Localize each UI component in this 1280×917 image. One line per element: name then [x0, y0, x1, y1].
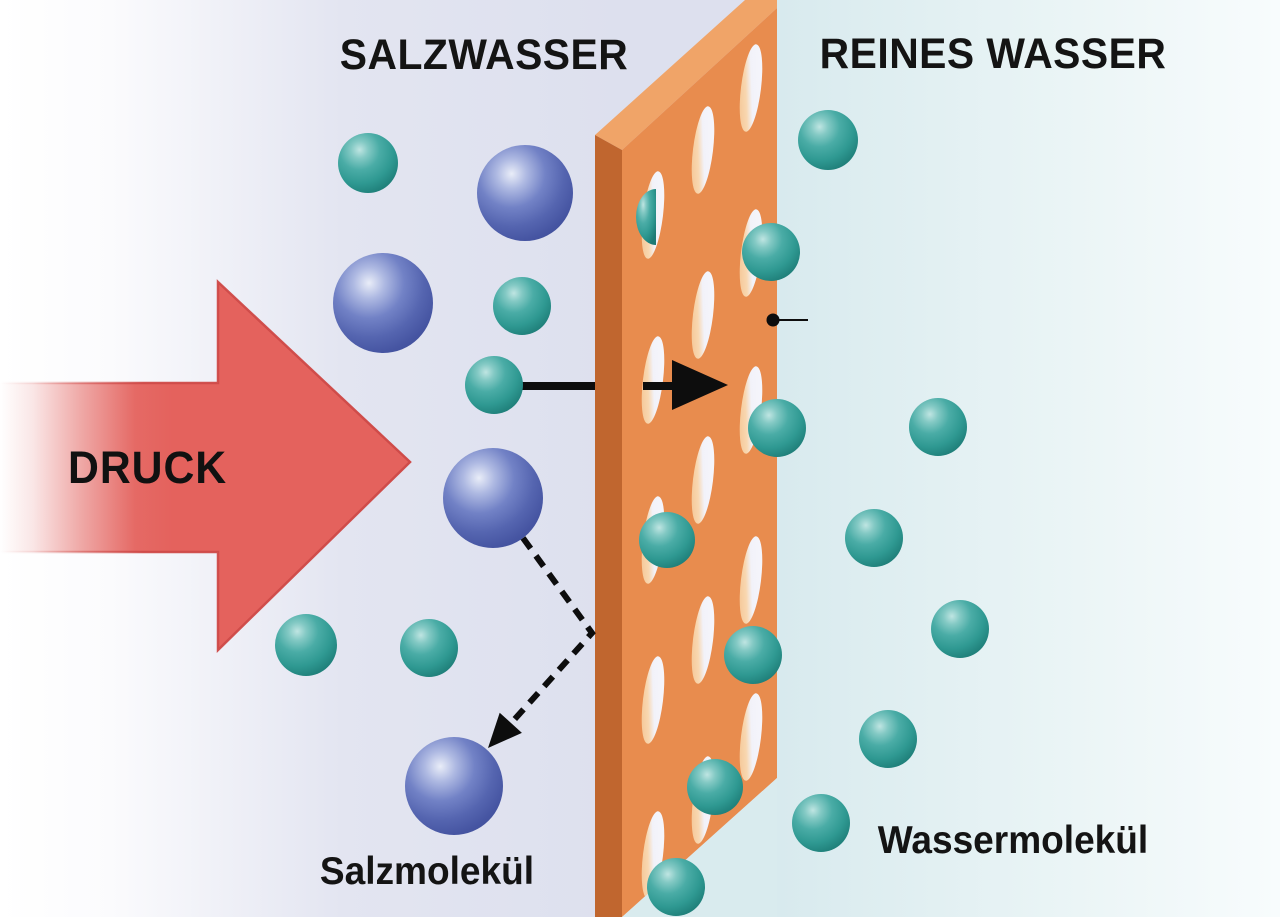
membrane-top-face [595, 0, 777, 150]
water-molecule [859, 710, 917, 768]
rejection-arrowhead-icon [488, 712, 522, 748]
salt-molecule-label: Salzmolekül [319, 850, 535, 893]
water-molecule [400, 619, 458, 677]
water-molecules-purewater-side [792, 110, 989, 852]
membrane-pore [691, 271, 715, 359]
salt-rejection-path [488, 536, 596, 748]
membrane-pore [691, 436, 715, 524]
water-molecules-saltwater-side [275, 133, 551, 677]
salt-molecule [333, 253, 433, 353]
water-molecule [742, 223, 800, 281]
salt-molecule [405, 737, 503, 835]
water-molecule [748, 399, 806, 457]
purewater-title: REINES WASSER [819, 30, 1167, 78]
water-molecule [639, 512, 695, 568]
membrane-pore [739, 693, 763, 781]
rejection-dashed-line [502, 536, 596, 733]
water-molecule [465, 356, 523, 414]
membrane-pore [691, 106, 715, 194]
water-molecule [724, 626, 782, 684]
membrane-side-face [595, 135, 622, 917]
saltwater-title: SALZWASSER [339, 31, 629, 79]
flow-arrow-shaft-left [522, 382, 595, 390]
salt-molecule [477, 145, 573, 241]
salt-molecules [333, 145, 573, 835]
flow-arrowhead-icon [672, 360, 728, 410]
flow-arrow-shaft-right [643, 382, 676, 390]
water-molecule [909, 398, 967, 456]
pressure-arrow [0, 279, 412, 653]
membrane-pore [641, 656, 665, 744]
water-molecule [493, 277, 551, 335]
pressure-label: DRUCK [68, 442, 228, 493]
water-molecules-membrane [636, 189, 806, 916]
salt-molecule [443, 448, 543, 548]
water-molecule [647, 858, 705, 916]
water-molecule [687, 759, 743, 815]
water-molecule [931, 600, 989, 658]
membrane [595, 0, 777, 917]
water-molecule-in-pore [636, 189, 656, 245]
membrane-pore [691, 596, 715, 684]
water-molecule-label: Wassermolekül [877, 819, 1149, 862]
water-molecule [275, 614, 337, 676]
purewater-region [777, 0, 1280, 917]
membrane-pore [739, 44, 763, 132]
membrane-pore [641, 336, 665, 424]
water-flow-arrow [522, 360, 728, 410]
water-molecule [338, 133, 398, 193]
water-molecule [792, 794, 850, 852]
membrane-pore [739, 536, 763, 624]
water-molecule [845, 509, 903, 567]
callout-dot-icon [766, 313, 780, 327]
water-molecule [798, 110, 858, 170]
membrane-callout [766, 313, 808, 327]
